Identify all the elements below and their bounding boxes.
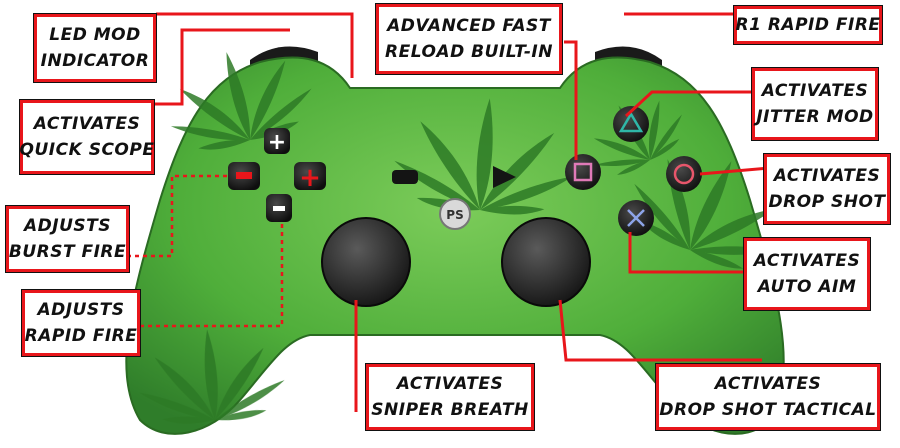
start-button[interactable] [493,166,516,188]
triangle-button-icon [618,111,644,133]
triangle-button[interactable] [613,106,649,142]
playstation-logo-icon: PS [446,208,463,222]
dpad-right[interactable] [294,162,326,190]
square-button[interactable] [565,154,601,190]
left-analog-stick[interactable] [321,217,411,307]
dpad[interactable]: + + [228,128,326,222]
circle-button-icon [673,163,695,185]
cross-button-icon [627,209,645,227]
square-button-icon [573,162,593,182]
right-analog-stick[interactable] [501,217,591,307]
select-button[interactable] [392,170,418,184]
ps-button[interactable]: PS [439,198,471,230]
label-r1-rapid-fire: R1 RAPID FIRE [734,6,882,44]
dpad-up[interactable] [264,128,290,154]
leader-lines [127,12,771,412]
svg-text:+: + [299,163,321,193]
dpad-minus-icon [273,206,285,211]
circle-button[interactable] [666,156,702,192]
cross-button[interactable] [618,200,654,236]
dpad-plus-icon: + [268,130,286,155]
